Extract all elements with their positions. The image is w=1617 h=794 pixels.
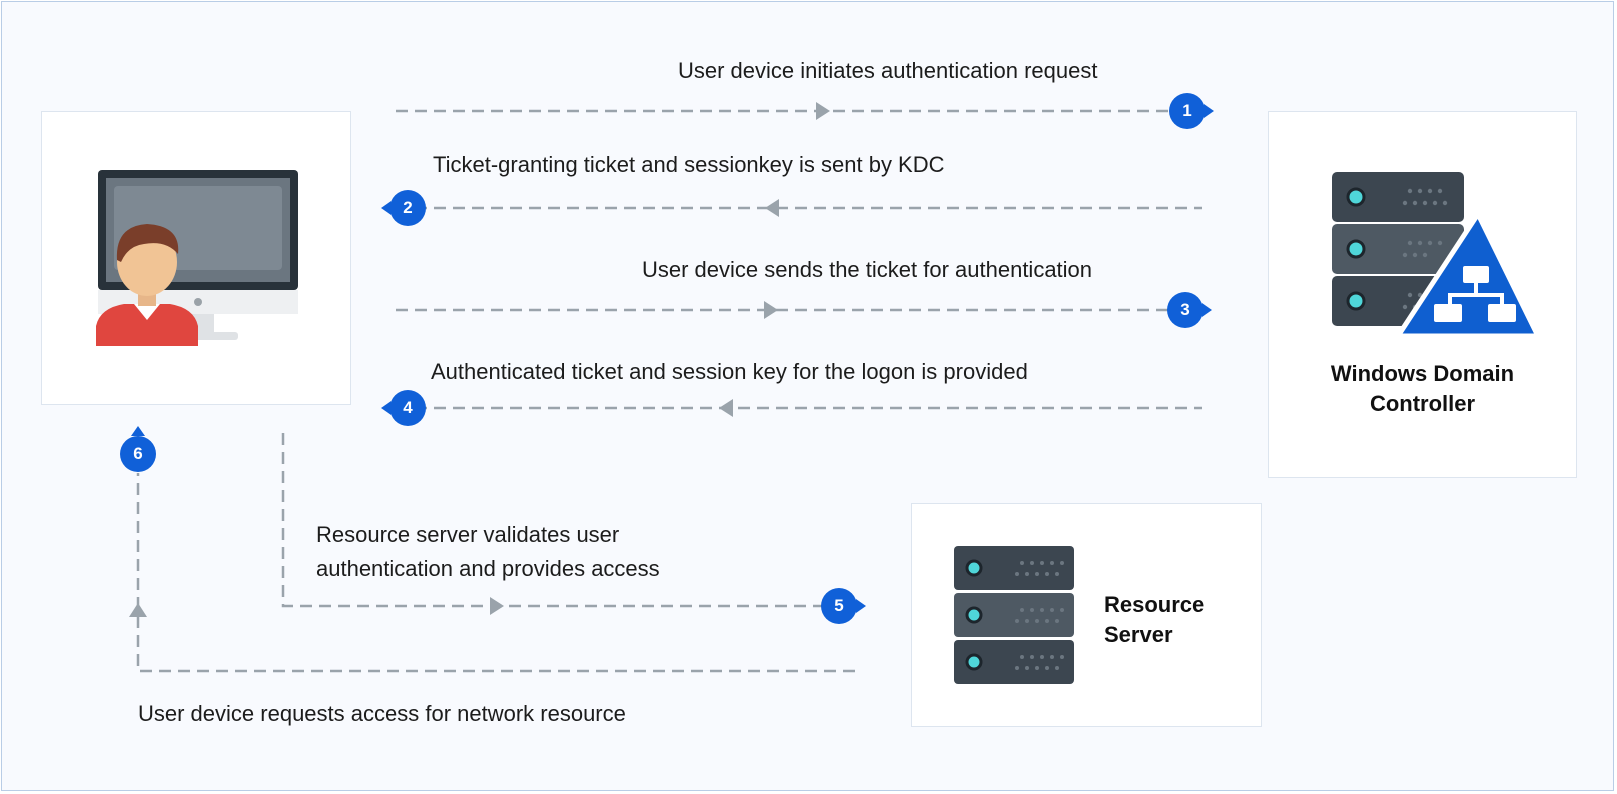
server-icon: [954, 546, 1074, 684]
connector-step-6: [136, 473, 855, 673]
arrowhead-step-2: [765, 199, 779, 217]
step-badge-5: 5: [821, 588, 857, 624]
badge-pointer-4: [381, 401, 391, 415]
step-label-5-line-2: authentication and provides access: [316, 556, 660, 581]
step-label-4: Authenticated ticket and session key for…: [431, 359, 1028, 384]
arrowhead-step-5: [490, 597, 504, 615]
domain-controller-title-line-1: Windows Domain: [1330, 361, 1515, 386]
badge-pointer-1: [1204, 104, 1214, 118]
arrowhead-step-1: [816, 102, 830, 120]
step-label-3: User device sends the ticket for authent…: [642, 257, 1093, 282]
step-label-1: User device initiates authentication req…: [678, 58, 1098, 83]
arrowhead-step-6: [129, 603, 147, 617]
user-computer-icon: [96, 170, 298, 346]
step-badge-4: 4: [390, 390, 426, 426]
step-badge-3: 3: [1167, 292, 1203, 328]
arrowhead-step-4: [719, 399, 733, 417]
badge-pointer-2: [381, 201, 391, 215]
resource-server-title-line-1: Resource: [1104, 592, 1205, 617]
domain-controller-title-line-2: Controller: [1369, 391, 1476, 416]
badge-pointer-3: [1202, 303, 1212, 317]
arrowhead-step-3: [764, 301, 778, 319]
step-badge-1: 1: [1169, 93, 1205, 129]
step-badge-6: 6: [120, 436, 156, 472]
connector-step-5: [281, 433, 823, 608]
badge-pointer-6: [131, 426, 145, 436]
server-network-icon: [1332, 172, 1540, 339]
resource-server-title-line-2: Server: [1104, 622, 1173, 647]
resource-server-title: Resource Server: [1104, 590, 1204, 650]
domain-controller-title: Windows Domain Controller: [1300, 359, 1545, 419]
step-badge-2: 2: [390, 190, 426, 226]
badge-pointer-5: [856, 599, 866, 613]
step-label-5-line-1: Resource server validates user: [316, 522, 620, 547]
step-label-6: User device requests access for network …: [138, 701, 626, 726]
step-label-2: Ticket-granting ticket and sessionkey is…: [433, 152, 945, 177]
